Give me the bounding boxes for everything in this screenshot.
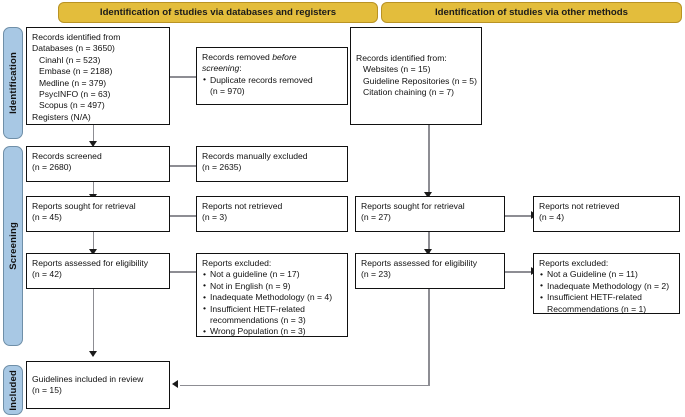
records-removed-bullet: Duplicate records removed: [202, 74, 342, 86]
reports-excluded-left-heading: Reports excluded:: [202, 258, 272, 268]
box-guidelines-included: Guidelines included in review (n = 15): [26, 361, 170, 409]
records-removed-bullet-cont: (n = 970): [210, 86, 245, 97]
connector-assessed-to-excluded-right: [505, 271, 533, 273]
records-identified-other-line-4: Citation chaining (n = 7): [363, 87, 455, 98]
records-identified-line-4: Embase (n = 2188): [39, 66, 113, 77]
records-identified-line-7: Scopus (n = 497): [39, 100, 105, 111]
box-records-identified: Records identified from Databases (n = 3…: [26, 27, 170, 125]
records-removed-line-2a: screening: [202, 63, 240, 74]
records-manually-excluded-line-2: (n = 2635): [202, 162, 242, 173]
connector-assessed-to-included: [92, 289, 95, 356]
phase-bar-included: Included: [3, 365, 23, 415]
reports-excluded-right-bullet-1: Not a Guideline (n = 11): [539, 269, 674, 281]
box-reports-not-retrieved-left: Reports not retrieved (n = 3): [196, 196, 348, 232]
records-identified-other-line-1: Records identified from:: [356, 53, 447, 63]
guidelines-included-line-1: Guidelines included in review: [32, 374, 144, 384]
records-identified-line-3: Cinahl (n = 523): [39, 54, 101, 65]
box-reports-not-retrieved-right: Reports not retrieved (n = 4): [533, 196, 680, 232]
phase-label-identification: Identification: [7, 52, 19, 114]
records-identified-line-5: Medline (n = 379): [39, 77, 107, 88]
reports-assessed-right-line-2: (n = 23): [361, 269, 391, 280]
reports-excluded-left-bullet-4: Insufficient HETF-related: [202, 303, 342, 315]
records-removed-line-1a: Records removed: [202, 52, 273, 62]
box-reports-assessed-right: Reports assessed for eligibility (n = 23…: [355, 253, 505, 289]
connector-screened-to-sought-left: [92, 182, 95, 199]
reports-excluded-left-bullet-3: Inadequate Methodology (n = 4): [202, 292, 342, 304]
connector-assessed-right-to-included: [180, 384, 429, 387]
records-identified-other-line-3: Guideline Repositories (n = 5): [363, 75, 477, 86]
reports-assessed-left-line-2: (n = 42): [32, 269, 62, 280]
arrow-other-to-sought-right: [424, 192, 433, 198]
reports-excluded-left-bullet-5: Wrong Population (n = 3): [202, 326, 342, 338]
reports-assessed-left-line-1: Reports assessed for eligibility: [32, 258, 149, 268]
connector-other-to-sought-right: [428, 125, 430, 197]
guidelines-included-line-2: (n = 15): [32, 385, 62, 396]
box-reports-sought-right: Reports sought for retrieval (n = 27): [355, 196, 505, 232]
reports-assessed-right-line-1: Reports assessed for eligibility: [361, 258, 478, 268]
records-identified-line-2: Databases (n = 3650): [32, 43, 115, 54]
box-reports-sought-left: Reports sought for retrieval (n = 45): [26, 196, 170, 232]
reports-not-retrieved-right-line-2: (n = 4): [539, 212, 565, 223]
reports-excluded-right-bullet-3: Insufficient HETF-related: [539, 292, 674, 304]
phase-label-included: Included: [7, 369, 19, 411]
connector-sought-to-assessed-right: [428, 232, 430, 254]
records-manually-excluded-line-1: Records manually excluded: [202, 151, 308, 161]
reports-sought-left-line-1: Reports sought for retrieval: [32, 201, 136, 211]
connector-sought-to-notretrieved-right: [505, 215, 533, 217]
reports-excluded-right-heading: Reports excluded:: [539, 258, 609, 268]
arrow-sought-to-assessed-right: [424, 249, 433, 255]
arrow-assessed-to-included: [88, 351, 97, 357]
box-reports-excluded-left: Reports excluded: Not a guideline (n = 1…: [196, 253, 348, 338]
box-records-removed: Records removed before screening: Duplic…: [196, 47, 348, 105]
arrow-assessed-right-to-included: [172, 380, 178, 389]
reports-excluded-left-bullet-4-cont: recommendations (n = 3): [210, 315, 306, 326]
box-reports-assessed-left: Reports assessed for eligibility (n = 42…: [26, 253, 170, 289]
records-identified-line-8: Registers (N/A): [32, 111, 91, 122]
reports-not-retrieved-left-line-1: Reports not retrieved: [202, 201, 283, 211]
records-screened-line-2: (n = 2680): [32, 162, 72, 173]
connector-identified-to-screened: [92, 125, 95, 146]
phase-bar-screening: Screening: [3, 146, 23, 346]
records-identified-other-line-2: Websites (n = 15): [363, 64, 431, 75]
connector-identified-to-removed: [170, 76, 198, 78]
reports-not-retrieved-right-line-1: Reports not retrieved: [539, 201, 620, 211]
reports-excluded-left-bullet-1: Not a guideline (n = 17): [202, 269, 342, 281]
connector-screened-to-excluded: [170, 165, 198, 167]
reports-not-retrieved-left-line-2: (n = 3): [202, 212, 228, 223]
records-removed-line-2b: :: [239, 63, 242, 74]
connector-sought-to-notretrieved-left: [170, 215, 198, 217]
connector-assessed-to-excluded-left: [170, 271, 198, 273]
header-databases-registers: Identification of studies via databases …: [58, 2, 378, 23]
records-identified-line-1: Records identified from: [32, 32, 121, 42]
reports-sought-left-line-2: (n = 45): [32, 212, 62, 223]
connector-sought-to-assessed-left: [92, 232, 95, 254]
phase-bar-identification: Identification: [3, 27, 23, 139]
header-databases-registers-label: Identification of studies via databases …: [99, 7, 337, 18]
box-records-manually-excluded: Records manually excluded (n = 2635): [196, 146, 348, 182]
records-removed-line-1b: before: [272, 52, 297, 62]
reports-sought-right-line-1: Reports sought for retrieval: [361, 201, 465, 211]
records-screened-line-1: Records screened: [32, 151, 102, 161]
box-records-identified-other: Records identified from: Websites (n = 1…: [350, 27, 482, 125]
arrow-identified-to-screened: [88, 141, 97, 147]
connector-assessed-right-down: [428, 289, 430, 386]
reports-excluded-right-bullet-2: Inadequate Methodology (n = 2): [539, 280, 674, 292]
reports-excluded-right-bullet-3-cont: Recommendations (n = 1): [547, 303, 647, 314]
phase-label-screening: Screening: [7, 222, 19, 270]
header-other-methods-label: Identification of studies via other meth…: [435, 7, 628, 18]
box-records-screened: Records screened (n = 2680): [26, 146, 170, 182]
records-identified-line-6: PsycINFO (n = 63): [39, 89, 111, 100]
box-reports-excluded-right: Reports excluded: Not a Guideline (n = 1…: [533, 253, 680, 314]
header-other-methods: Identification of studies via other meth…: [381, 2, 682, 23]
reports-sought-right-line-2: (n = 27): [361, 212, 391, 223]
arrow-sought-to-assessed-left: [88, 249, 97, 255]
reports-excluded-left-bullet-2: Not in English (n = 9): [202, 280, 342, 292]
